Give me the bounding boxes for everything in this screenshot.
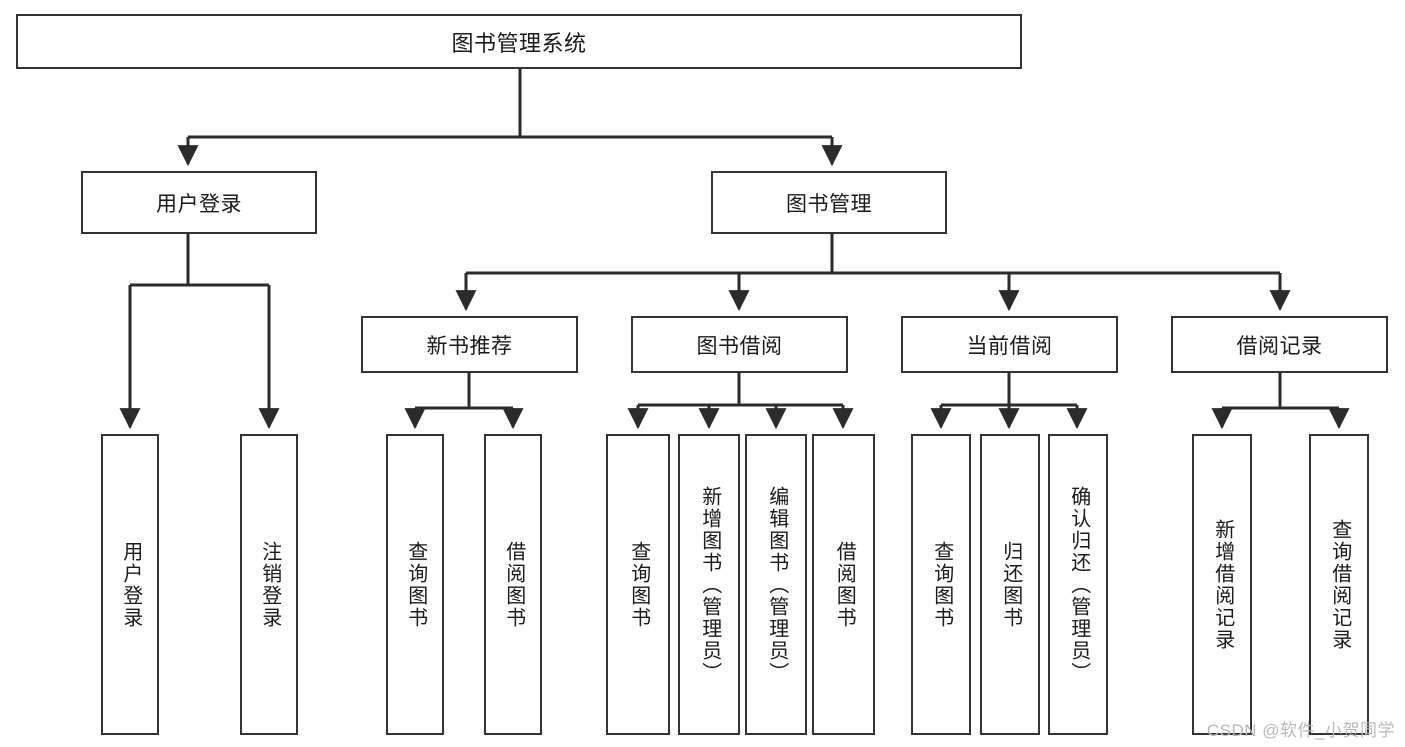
leaf-query-record-label: 查询借阅记录: [1328, 518, 1351, 651]
node-book-manage-label: 图书管理: [786, 192, 872, 216]
node-root-label: 图书管理系统: [451, 30, 587, 56]
node-new-book-recommend[interactable]: 新书推荐: [361, 316, 578, 373]
leaf-borrow-book-1[interactable]: 借阅图书: [484, 434, 542, 735]
node-user-login[interactable]: 用户登录: [81, 171, 317, 234]
node-book-borrow[interactable]: 图书借阅: [631, 316, 848, 373]
leaf-user-logout[interactable]: 注销登录: [240, 434, 298, 735]
node-root-system[interactable]: 图书管理系统: [16, 14, 1022, 69]
leaf-user-logout-label: 注销登录: [258, 540, 281, 629]
leaf-query-book-1-label: 查询图书: [404, 540, 427, 629]
leaf-query-book-3-label: 查询图书: [930, 540, 953, 629]
leaf-add-book[interactable]: 新增图书（管理员）: [678, 434, 740, 735]
leaf-return-book[interactable]: 归还图书: [980, 434, 1040, 735]
watermark-text: CSDN @软件_小贺同学: [1206, 721, 1395, 740]
node-book-manage[interactable]: 图书管理: [711, 171, 947, 234]
leaf-borrow-book-1-label: 借阅图书: [502, 540, 525, 629]
leaf-query-book-2-label: 查询图书: [627, 540, 650, 629]
leaf-user-login[interactable]: 用户登录: [101, 434, 159, 735]
leaf-add-book-label: 新增图书（管理员）: [698, 485, 721, 684]
node-user-login-label: 用户登录: [156, 192, 242, 216]
leaf-return-book-label: 归还图书: [999, 540, 1022, 629]
node-borrow-record[interactable]: 借阅记录: [1171, 316, 1388, 373]
node-new-book-recommend-label: 新书推荐: [426, 334, 513, 358]
leaf-query-record[interactable]: 查询借阅记录: [1309, 434, 1369, 735]
leaf-edit-book[interactable]: 编辑图书（管理员）: [745, 434, 807, 735]
leaf-edit-book-label: 编辑图书（管理员）: [765, 485, 788, 684]
leaf-add-record[interactable]: 新增借阅记录: [1192, 434, 1252, 735]
leaf-user-login-label: 用户登录: [119, 540, 142, 629]
leaf-query-book-2[interactable]: 查询图书: [606, 434, 670, 735]
node-borrow-record-label: 借阅记录: [1236, 334, 1323, 358]
node-current-borrow[interactable]: 当前借阅: [901, 316, 1118, 373]
node-book-borrow-label: 图书借阅: [696, 334, 783, 358]
leaf-add-record-label: 新增借阅记录: [1211, 518, 1234, 651]
leaf-query-book-3[interactable]: 查询图书: [911, 434, 971, 735]
node-current-borrow-label: 当前借阅: [966, 334, 1053, 358]
leaf-borrow-book-2-label: 借阅图书: [833, 540, 856, 629]
leaf-confirm-return-label: 确认归还（管理员）: [1067, 485, 1090, 684]
leaf-borrow-book-2[interactable]: 借阅图书: [812, 434, 875, 735]
leaf-confirm-return[interactable]: 确认归还（管理员）: [1048, 434, 1108, 735]
leaf-query-book-1[interactable]: 查询图书: [386, 434, 444, 735]
